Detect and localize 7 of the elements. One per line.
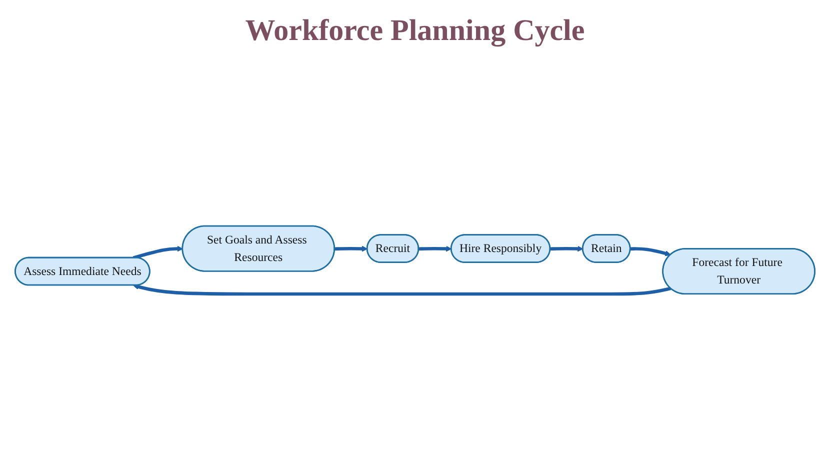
diagram-title: Workforce Planning Cycle: [244, 14, 586, 48]
arrow: [334, 246, 368, 252]
arrow: [418, 246, 452, 252]
arrow: [550, 246, 584, 252]
arrow: [133, 284, 672, 296]
arrow: [132, 246, 183, 260]
arrow: [630, 247, 671, 256]
